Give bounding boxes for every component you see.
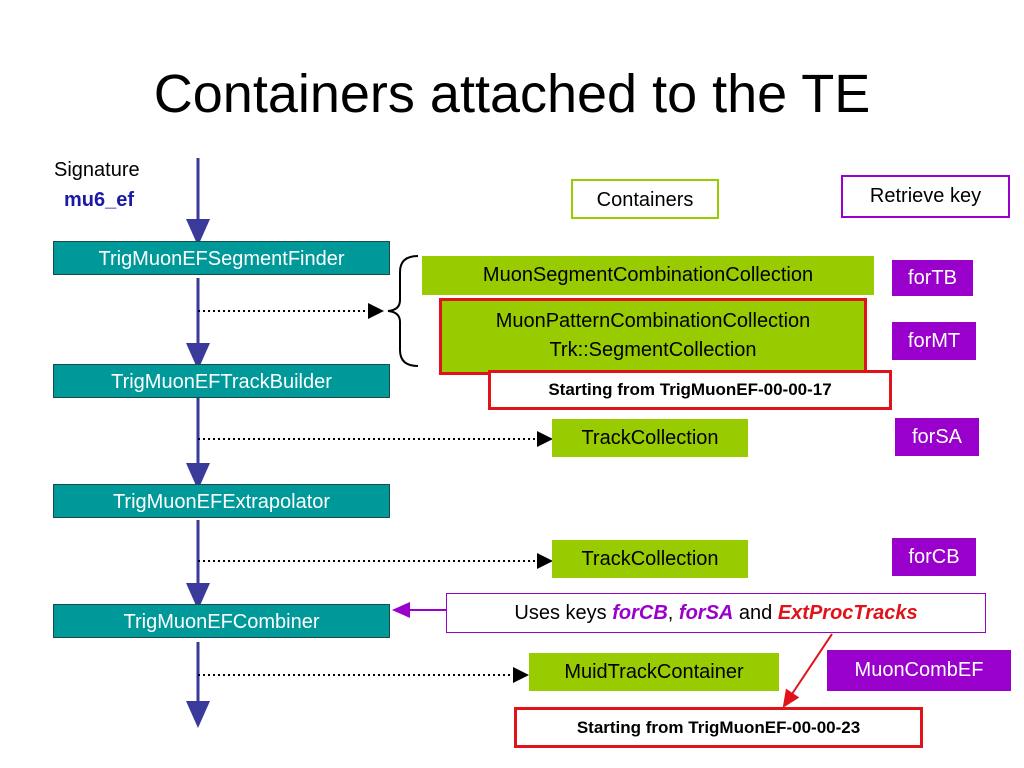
extproc-arrow [782,633,833,708]
note-starting-23: Starting from TrigMuonEF-00-00-23 [514,707,923,748]
legend-containers: Containers [571,179,719,219]
key-forsa: forSA [895,418,979,456]
signature-label: Signature [54,159,140,181]
uses-key-extproctracks: ExtProcTracks [777,602,918,624]
container-muid-track: MuidTrackContainer [529,653,779,691]
legend-retrieve-key: Retrieve key [841,175,1010,218]
note-uses-keys: Uses keys forCB, forSA and ExtProcTracks [446,593,986,633]
note-starting-17: Starting from TrigMuonEF-00-00-17 [488,370,892,410]
container-segment-combination: MuonSegmentCombinationCollection [422,256,874,295]
uses-and: and [733,602,778,624]
signature-value: mu6_ef [64,189,135,211]
algorithm-extrapolator: TrigMuonEFExtrapolator [53,484,390,518]
key-fortb: forTB [892,260,973,296]
key-muoncombef: MuonCombEF [827,650,1011,691]
group-brace [387,255,419,367]
uses-key-forsa: forSA [678,602,734,624]
uses-key-forcb: forCB [612,602,668,624]
container-pattern-combination: MuonPatternCombinationCollection [495,310,811,332]
uses-separator: , [667,602,679,624]
algorithm-segmentfinder: TrigMuonEFSegmentFinder [53,241,390,275]
uses-prefix: Uses keys [514,602,613,624]
key-forcb: forCB [892,538,976,576]
container-pattern-group: MuonPatternCombinationCollection Trk::Se… [439,298,867,375]
container-track-collection-cb: TrackCollection [552,540,748,578]
algorithm-combiner: TrigMuonEFCombiner [53,604,390,638]
container-segment-collection: Trk::SegmentCollection [549,339,757,361]
container-track-collection-sa: TrackCollection [552,419,748,457]
slide-title: Containers attached to the TE [153,64,871,124]
algorithm-trackbuilder: TrigMuonEFTrackBuilder [53,364,390,398]
key-formt: forMT [892,322,976,360]
